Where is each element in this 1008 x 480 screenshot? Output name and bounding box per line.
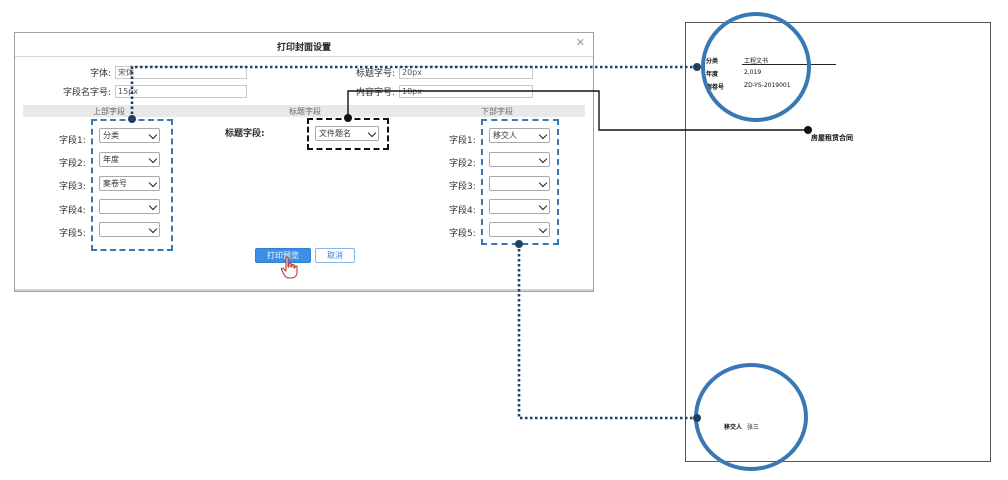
upper-field-3-select[interactable]: 案卷号 xyxy=(99,176,160,191)
lower-field-2-label: 字段2: xyxy=(449,159,476,169)
lower-field-3-label: 字段3: xyxy=(449,182,476,192)
lower-fields-header: 下部字段 xyxy=(481,107,513,116)
dialog-bottom-edge xyxy=(15,289,593,291)
title-connector-line xyxy=(347,90,808,131)
title-field-header: 标题字段 xyxy=(289,107,321,116)
close-icon[interactable]: ✕ xyxy=(575,36,585,49)
upper-connector-dot xyxy=(128,115,136,123)
upper-preview-ring xyxy=(701,12,811,122)
content-font-size-label: 内容字号: xyxy=(355,88,395,98)
lower-field-4-select[interactable] xyxy=(489,199,550,214)
field-font-size-input[interactable]: 15px xyxy=(115,85,247,98)
upper-field-1-value: 分类 xyxy=(103,131,119,140)
upper-field-5-select[interactable] xyxy=(99,222,160,237)
print-cover-settings-dialog: 打印封面设置 ✕ 字体: 宋体 字段名字号: 15px 标题字号: 20px 内… xyxy=(14,32,594,292)
upper-field-3-value: 案卷号 xyxy=(103,179,127,188)
title-field-select[interactable]: 文件题名 xyxy=(315,126,379,141)
upper-field-4-label: 字段4: xyxy=(59,206,86,216)
print-preview-button[interactable]: 打印预览 xyxy=(255,248,311,263)
font-label: 字体: xyxy=(89,69,111,79)
lower-field-1-value: 移交人 xyxy=(493,131,517,140)
hand-cursor-icon xyxy=(280,256,298,279)
upper-field-1-label: 字段1: xyxy=(59,136,86,146)
lower-field-5-label: 字段5: xyxy=(449,229,476,239)
dialog-titlebar: 打印封面设置 ✕ xyxy=(15,33,593,57)
lower-field-4-label: 字段4: xyxy=(449,206,476,216)
lower-connector-dot xyxy=(515,240,523,248)
upper-connector-line xyxy=(130,65,697,119)
upper-field-2-label: 字段2: xyxy=(59,159,86,169)
preview-title: 房屋租赁合同 xyxy=(811,134,853,142)
field-font-size-label: 字段名字号: xyxy=(62,88,111,98)
upper-connector-end-dot xyxy=(693,63,701,71)
lower-field-1-select[interactable]: 移交人 xyxy=(489,128,550,143)
upper-field-3-label: 字段3: xyxy=(59,182,86,192)
cancel-button[interactable]: 取消 xyxy=(315,248,355,263)
title-field-value: 文件题名 xyxy=(319,129,351,138)
upper-field-2-value: 年度 xyxy=(103,155,119,164)
upper-field-4-select[interactable] xyxy=(99,199,160,214)
title-font-size-label: 标题字号: xyxy=(355,69,395,79)
lower-connector-line xyxy=(517,244,697,420)
section-header-bar: 上部字段 标题字段 下部字段 xyxy=(23,105,585,117)
lower-connector-end-dot xyxy=(693,414,701,422)
title-field-label: 标题字段: xyxy=(225,129,265,139)
lower-field-5-select[interactable] xyxy=(489,222,550,237)
upper-field-2-select[interactable]: 年度 xyxy=(99,152,160,167)
upper-field-1-select[interactable]: 分类 xyxy=(99,128,160,143)
lower-field-2-select[interactable] xyxy=(489,152,550,167)
title-connector-end-dot xyxy=(804,126,812,134)
lower-field-3-select[interactable] xyxy=(489,176,550,191)
title-connector-dot xyxy=(344,114,352,122)
upper-field-5-label: 字段5: xyxy=(59,229,86,239)
lower-field-1-label: 字段1: xyxy=(449,136,476,146)
dialog-title: 打印封面设置 xyxy=(276,43,331,53)
upper-fields-header: 上部字段 xyxy=(93,107,125,116)
